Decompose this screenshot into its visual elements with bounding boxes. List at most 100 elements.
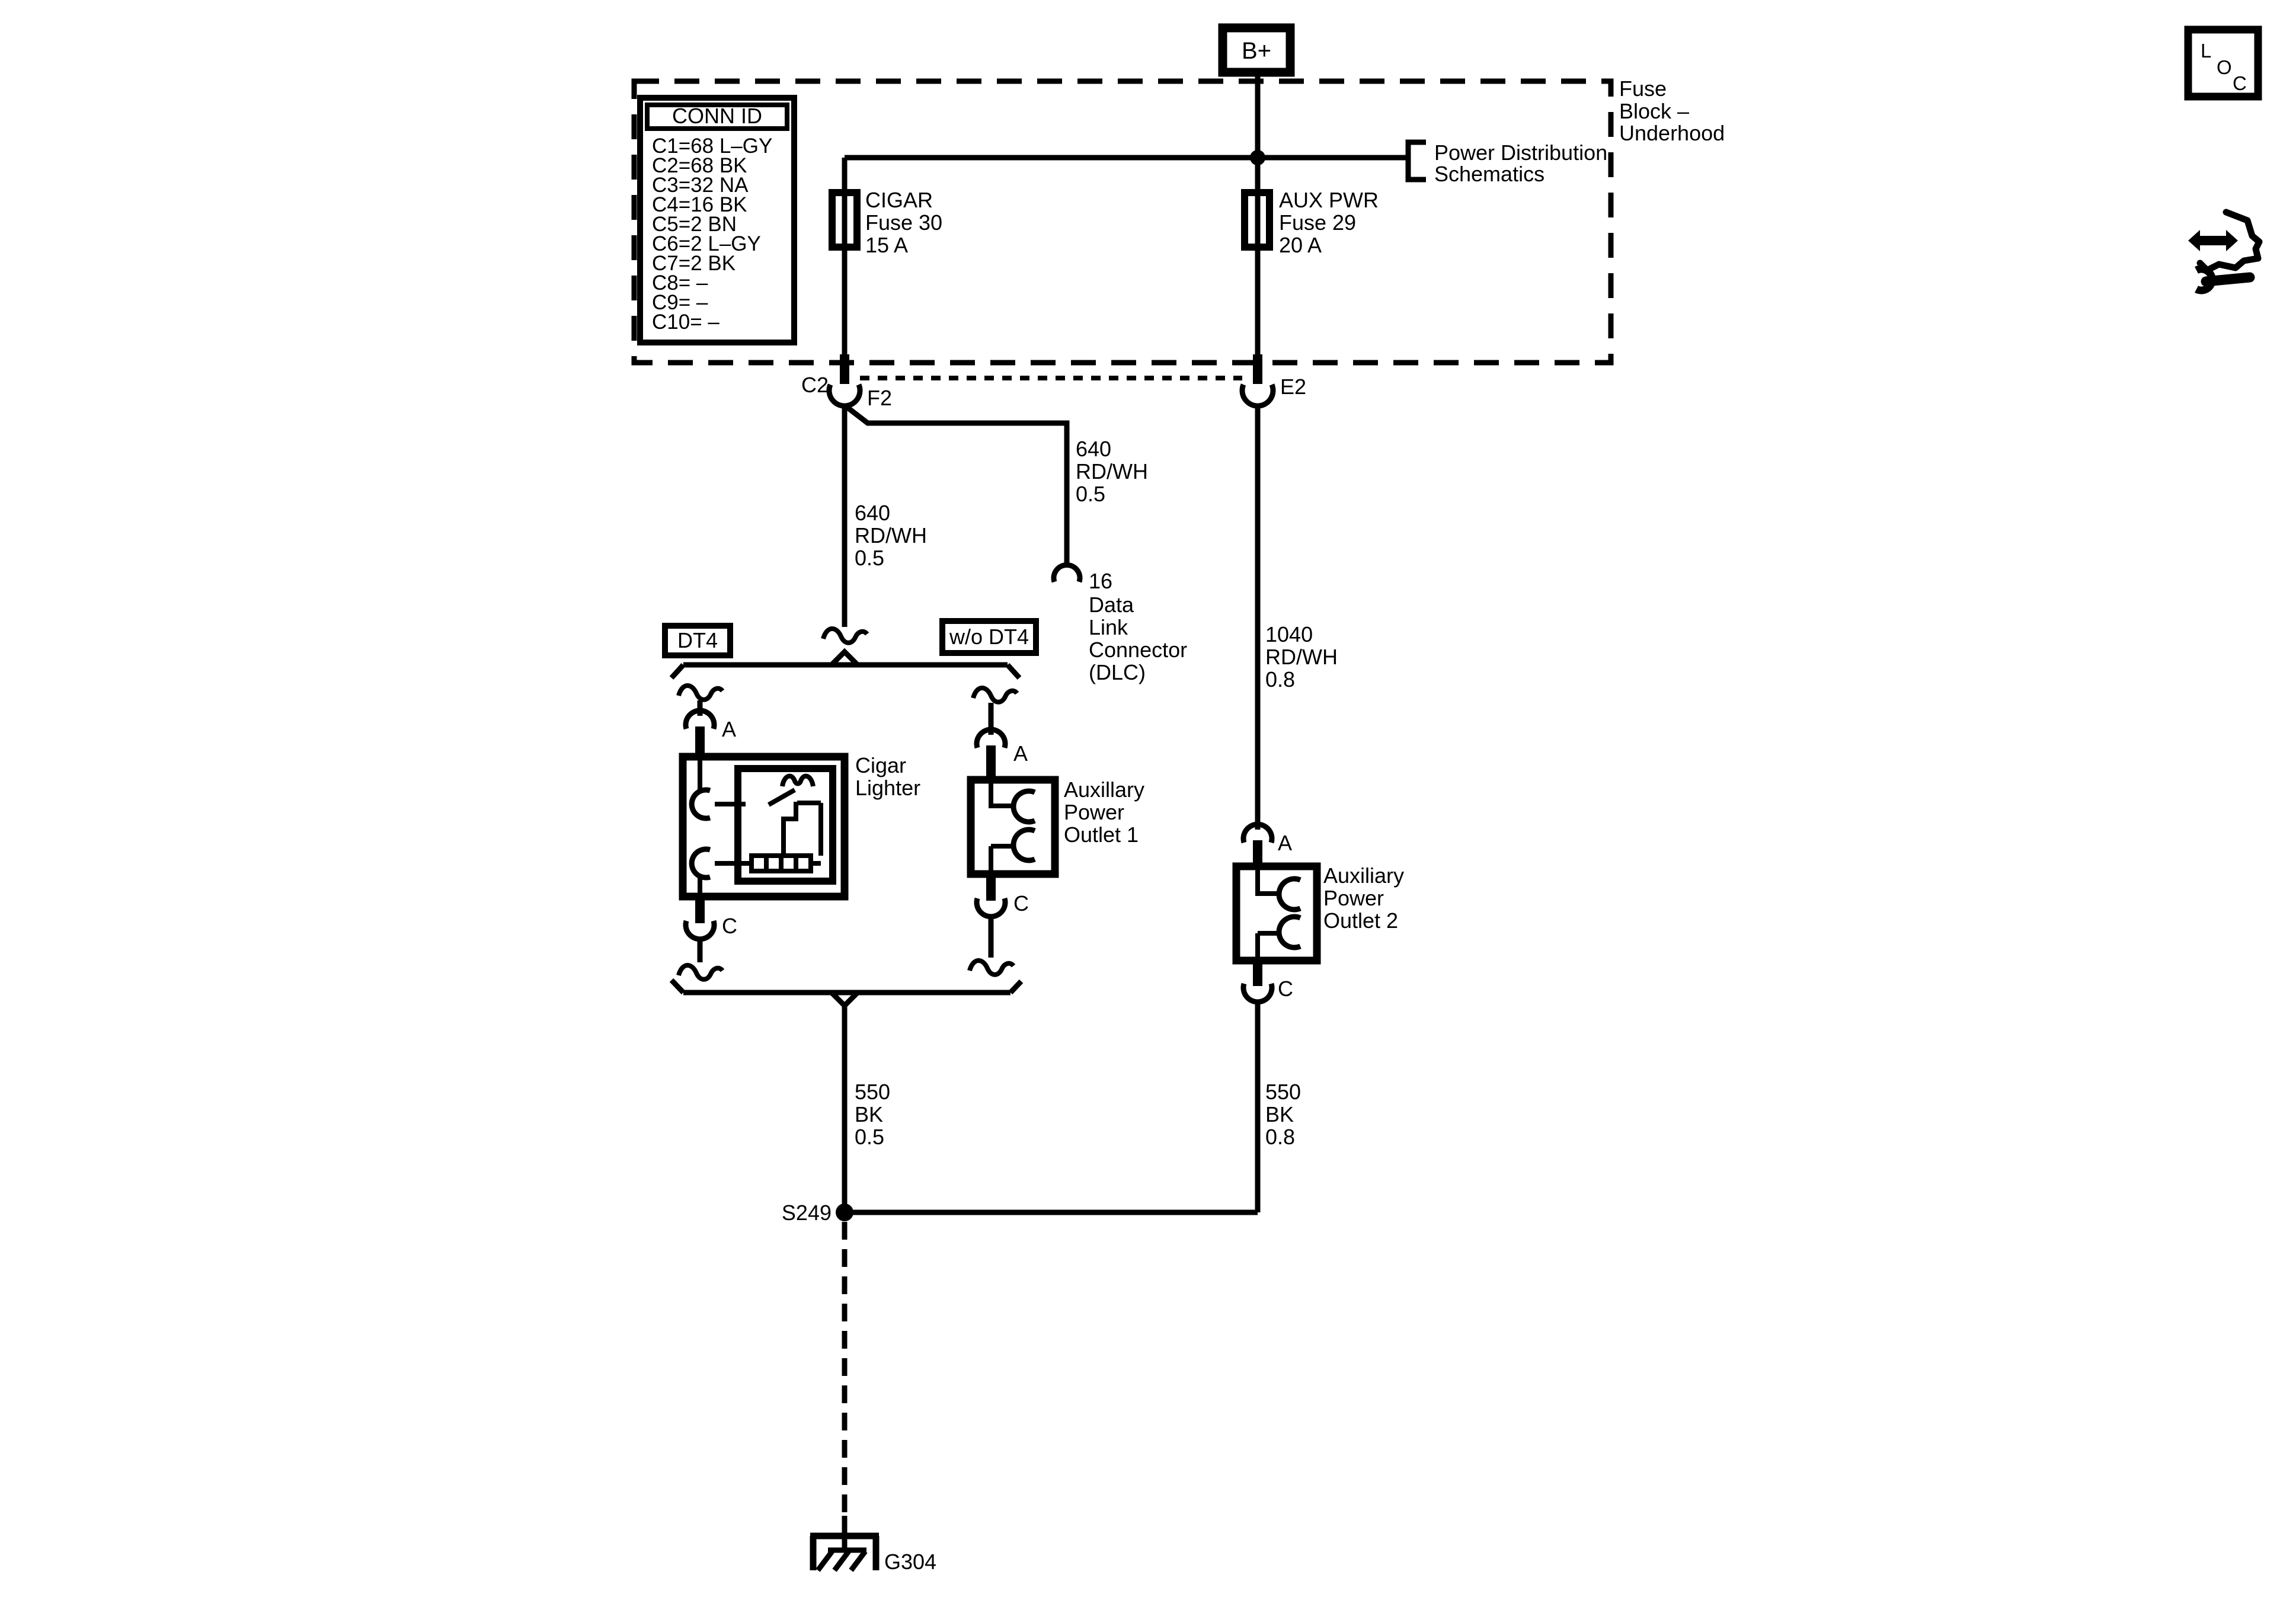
ground-g304: G304 bbox=[810, 1532, 936, 1574]
loc-letter-c: C bbox=[2233, 72, 2247, 94]
wire-550-left-color: BK bbox=[855, 1102, 883, 1126]
outlet2-terminal-a-label: A bbox=[1278, 831, 1292, 855]
outlet2-a-terminal-cup bbox=[1240, 821, 1275, 844]
c2-pin bbox=[840, 354, 849, 384]
double-arrow-icon bbox=[2188, 230, 2238, 251]
conn-id-row: C9= – bbox=[652, 291, 708, 314]
splice-label: S249 bbox=[782, 1201, 832, 1225]
outlet1-socket-cup-lower bbox=[1011, 827, 1036, 863]
wo-dt4-tag-box bbox=[939, 618, 1039, 656]
loc-badge: L O C bbox=[2184, 25, 2262, 101]
outlet2-socket-cup-upper bbox=[1276, 876, 1302, 913]
dlc-terminal-cup bbox=[1051, 562, 1083, 583]
wire-550-right-code: 550 bbox=[1265, 1080, 1301, 1104]
wire-640-dlc-branch bbox=[843, 403, 1070, 565]
e2-label: E2 bbox=[1280, 375, 1306, 399]
cigar-socket-cup-upper bbox=[689, 787, 711, 821]
battery-feed-symbol: B+ bbox=[1218, 23, 1295, 77]
conn-id-table: CONN ID C1=68 L–GY C2=68 BK C3=32 NA C4=… bbox=[637, 95, 797, 345]
wire-1040-color: RD/WH bbox=[1265, 645, 1338, 669]
option-split-bracket-bottom bbox=[669, 978, 1024, 1010]
option-split-bracket-top bbox=[669, 648, 1022, 680]
fuse-block-underhood-box: Fuse Block – Underhood bbox=[631, 76, 1725, 366]
wire-550-right-color: BK bbox=[1265, 1102, 1294, 1126]
outlet2-internal-wiring bbox=[1255, 866, 1280, 961]
dlc-label-line1: Data bbox=[1089, 593, 1134, 617]
reference-bracket bbox=[1405, 139, 1426, 183]
outlet1-outline bbox=[967, 776, 1059, 878]
fuse-30-label-line3: 15 A bbox=[865, 233, 908, 257]
wire-break-squiggle bbox=[676, 683, 725, 702]
wire-640-right-code: 640 bbox=[1076, 437, 1111, 461]
c2-terminal-cup bbox=[826, 383, 863, 409]
power-distribution-reference: Power Distribution Schematics bbox=[1405, 139, 1607, 186]
cigar-terminal-c-label: C bbox=[722, 914, 737, 938]
wo-dt4-tag: w/o DT4 bbox=[949, 625, 1029, 649]
junction-dot bbox=[1250, 150, 1265, 165]
connector-c2: C2 F2 bbox=[801, 354, 892, 410]
outlet2-socket-cup-lower bbox=[1276, 914, 1302, 950]
wire-640-left-code: 640 bbox=[855, 501, 890, 525]
fuse-29-symbol bbox=[1241, 189, 1273, 251]
outlet1-label-line2: Power bbox=[1064, 800, 1124, 824]
outlet1-label-line1: Auxillary bbox=[1064, 777, 1144, 802]
wire-640-left-gauge: 0.5 bbox=[855, 546, 884, 570]
conn-id-row: C2=68 BK bbox=[652, 154, 747, 177]
aux-power-outlet-2: 1040 RD/WH 0.8 A Auxiliary Power Outlet … bbox=[1232, 405, 1404, 1212]
ground-symbol-frame bbox=[810, 1532, 880, 1570]
reference-label-line2: Schematics bbox=[1434, 162, 1544, 186]
outlet2-label-line2: Power bbox=[1323, 886, 1384, 910]
cigar-lighter-element-box bbox=[734, 765, 836, 885]
fuse-30-symbol bbox=[829, 189, 861, 251]
e2-terminal-cup bbox=[1239, 383, 1276, 409]
wire-1040-code: 1040 bbox=[1265, 622, 1313, 646]
fuse-30-label-line1: CIGAR bbox=[865, 188, 933, 212]
cigar-a-terminal-cup bbox=[683, 708, 717, 730]
aux-power-outlet-1: A Auxillary Power Outlet 1 C bbox=[967, 686, 1144, 977]
fuse-30-label-line2: Fuse 30 bbox=[865, 210, 942, 235]
conn-id-row: C7=2 BK bbox=[652, 252, 736, 275]
outlet1-a-pin bbox=[986, 745, 996, 780]
conn-id-row: C4=16 BK bbox=[652, 193, 747, 216]
wrench-handle-icon bbox=[2201, 272, 2255, 287]
outlet1-terminal-c-label: C bbox=[1013, 891, 1029, 916]
cigar-lighter: A Cigar Lighter C bbox=[676, 683, 920, 982]
dt4-tag-box bbox=[662, 623, 733, 658]
outlet1-socket-cup-upper bbox=[1011, 788, 1036, 825]
outlet1-a-terminal-cup bbox=[974, 726, 1008, 749]
conn-id-row: C6=2 L–GY bbox=[652, 232, 761, 255]
fuse-29-label-line3: 20 A bbox=[1279, 233, 1322, 257]
cigar-c-pin bbox=[695, 897, 705, 923]
outlet2-a-pin bbox=[1253, 840, 1262, 868]
c2-label: C2 bbox=[801, 373, 829, 397]
outlet2-label-line1: Auxiliary bbox=[1323, 863, 1404, 888]
loc-letter-o: O bbox=[2217, 56, 2233, 78]
outlet2-c-pin bbox=[1253, 961, 1262, 986]
conn-id-row: C1=68 L–GY bbox=[652, 135, 772, 158]
reference-label-line1: Power Distribution bbox=[1434, 140, 1607, 165]
conn-id-row: C3=32 NA bbox=[652, 174, 749, 197]
fuse-29-aux-pwr: AUX PWR Fuse 29 20 A bbox=[1241, 188, 1379, 257]
outlet2-c-terminal-cup bbox=[1240, 982, 1275, 1005]
cigar-lighter-label-line2: Lighter bbox=[855, 776, 920, 800]
wire-640-right-gauge: 0.5 bbox=[1076, 482, 1105, 506]
conn-id-row: C10= – bbox=[652, 311, 720, 334]
splice-dot bbox=[836, 1204, 853, 1221]
fuse-block-dashed-outline bbox=[631, 78, 1614, 366]
wire-break-squiggle bbox=[676, 963, 725, 982]
cigar-heater-segments bbox=[764, 856, 821, 871]
cigar-heater-coil bbox=[780, 773, 816, 787]
cigar-a-pin bbox=[695, 726, 705, 757]
cigar-c-terminal-cup bbox=[683, 920, 717, 942]
outlet1-label-line3: Outlet 1 bbox=[1064, 822, 1139, 847]
e2-pin bbox=[1253, 354, 1262, 384]
wire-break-squiggle bbox=[971, 686, 1019, 705]
wire-550-left-code: 550 bbox=[855, 1080, 890, 1104]
outlet1-terminal-a-label: A bbox=[1013, 741, 1028, 766]
wire-break-squiggle bbox=[821, 626, 869, 645]
outlet2-terminal-c-label: C bbox=[1278, 977, 1293, 1001]
b-plus-label: B+ bbox=[1242, 38, 1271, 64]
fuse-block-label-line2: Block – bbox=[1619, 99, 1689, 123]
